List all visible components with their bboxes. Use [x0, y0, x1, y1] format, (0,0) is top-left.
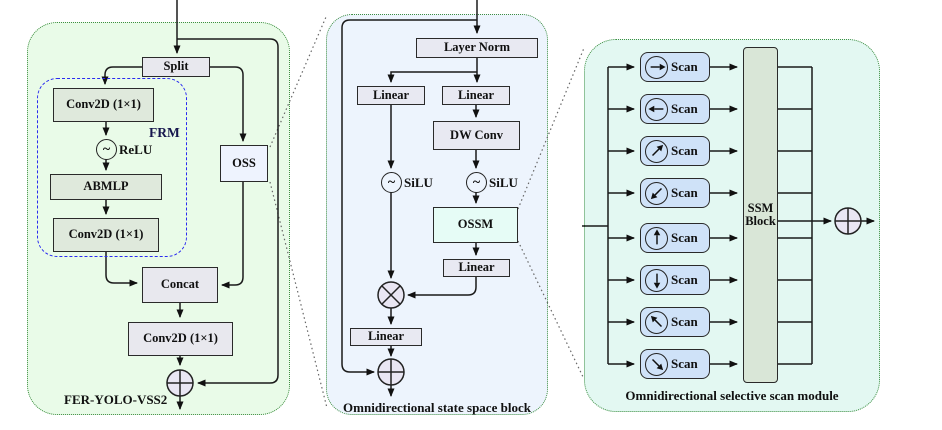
- linear-node-after-ossm: Linear: [443, 259, 510, 277]
- scan-label: Scan: [671, 230, 698, 245]
- split-to-frm: [101, 66, 142, 85]
- concat-node: Concat: [142, 267, 218, 303]
- multiply-node-middle: [377, 281, 405, 309]
- middle-panel-wires: [341, 0, 481, 397]
- scan-direction-right-icon: [645, 55, 668, 79]
- frm-to-concat: [105, 252, 138, 287]
- right-panel-caption: Omnidirectional selective scan module: [625, 388, 839, 403]
- oss-node: OSS: [220, 145, 268, 182]
- callout-ossm-bottom: [517, 240, 585, 380]
- ossm-node: OSSM: [433, 207, 518, 243]
- add-node-left: [166, 369, 194, 397]
- scan-direction-up-icon: [645, 226, 668, 250]
- scan-label: Scan: [671, 185, 698, 200]
- split-to-oss: [210, 66, 247, 142]
- conv2d-1x1-node-a: Conv2D (1×1): [53, 88, 154, 122]
- scan-label: Scan: [671, 356, 698, 371]
- tilde-icon: ~: [387, 174, 396, 190]
- scan-direction-left-icon: [645, 97, 668, 121]
- ssm-block-label-line1: SSM: [747, 200, 774, 215]
- scan-direction-down-left-icon: [645, 181, 668, 205]
- linear-node-right: Linear: [442, 86, 510, 105]
- scan-box-up: Scan: [640, 223, 710, 253]
- oss-to-concat: [221, 182, 244, 289]
- linear-node-left: Linear: [357, 86, 425, 105]
- scan-direction-up-right-icon: [645, 139, 668, 163]
- scan-label: Scan: [671, 101, 698, 116]
- scan-label: Scan: [671, 272, 698, 287]
- relu-activation-icon: ~: [96, 139, 117, 160]
- silu-activation-icon-right: ~: [466, 172, 487, 193]
- right-panel-wires: [582, 63, 875, 368]
- scan-direction-down-icon: [645, 268, 668, 292]
- scan-box-up-right: Scan: [640, 136, 710, 166]
- middle-panel-caption: Omnidirectional state space block: [343, 400, 531, 415]
- ssm-block-label-line2: Block: [745, 214, 776, 228]
- scan-box-down-left: Scan: [640, 178, 710, 208]
- scan-direction-down-right-icon: [645, 352, 668, 376]
- residual-skip-middle: [341, 19, 477, 376]
- conv2d-1x1-node-b: Conv2D (1×1): [53, 218, 159, 252]
- scan-box-right: Scan: [640, 52, 710, 82]
- left-panel-caption: FER-YOLO-VSS2: [64, 392, 168, 407]
- zoom-callout-lines: [269, 16, 585, 409]
- scan-box-down: Scan: [640, 265, 710, 295]
- linear-to-multiply: [407, 277, 477, 299]
- residual-skip-left: [177, 38, 279, 387]
- panel-omnidirectional-selective-scan-module: [584, 39, 880, 412]
- scan-label: Scan: [671, 314, 698, 329]
- scan-box-down-right: Scan: [640, 349, 710, 379]
- linear-node-out: Linear: [350, 328, 422, 346]
- add-node-right: [834, 207, 862, 235]
- callout-oss-bottom: [269, 181, 328, 409]
- scan-box-left: Scan: [640, 94, 710, 124]
- silu-label-right: SiLU: [489, 175, 518, 190]
- dw-conv-node: DW Conv: [433, 121, 520, 150]
- add-node-middle: [377, 358, 405, 386]
- left-panel-wires: [101, 0, 279, 410]
- scan-label: Scan: [671, 59, 698, 74]
- scan-box-up-left: Scan: [640, 307, 710, 337]
- frm-label: FRM: [149, 125, 180, 140]
- tilde-icon: ~: [472, 174, 481, 190]
- split-node: Split: [142, 57, 210, 77]
- scan-label: Scan: [671, 143, 698, 158]
- layer-norm-node: Layer Norm: [416, 38, 538, 58]
- ssm-block-node: SSM Block: [743, 47, 778, 383]
- frm-dashed-group: [37, 78, 187, 257]
- conv2d-1x1-node-c: Conv2D (1×1): [128, 322, 233, 356]
- silu-label-left: SiLU: [404, 175, 433, 190]
- silu-activation-icon-left: ~: [381, 172, 402, 193]
- callout-ossm-top: [517, 47, 585, 210]
- abmlp-node: ABMLP: [50, 174, 162, 200]
- norm-to-linear-left: [387, 71, 477, 83]
- tilde-icon: ~: [102, 141, 111, 157]
- relu-label: ReLU: [119, 142, 153, 157]
- callout-oss-top: [269, 16, 327, 148]
- scan-direction-up-left-icon: [645, 310, 668, 334]
